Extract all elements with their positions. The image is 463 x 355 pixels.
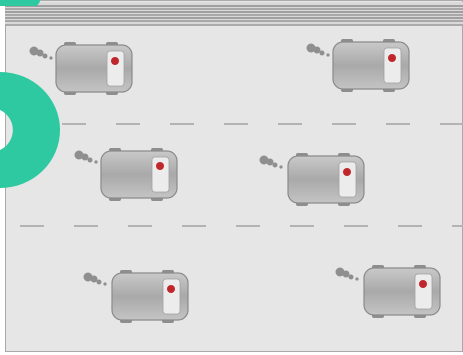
- car-icon: [332, 39, 410, 92]
- exhaust-smoke-icon: [259, 155, 283, 169]
- exhaust-smoke-icon: [335, 267, 359, 281]
- car-icon: [55, 42, 133, 95]
- exhaust-smoke-icon: [83, 272, 107, 286]
- car-icon: [363, 265, 441, 318]
- accent-ring: [0, 0, 60, 188]
- exhaust-smoke-icon: [306, 43, 330, 57]
- car-icon: [287, 153, 365, 206]
- curb-stripes: [5, 2, 463, 26]
- car-icon: [111, 270, 189, 323]
- car-icon: [100, 148, 178, 201]
- exhaust-smoke-icon: [74, 150, 98, 164]
- exhaust-smoke-icon: [29, 46, 53, 60]
